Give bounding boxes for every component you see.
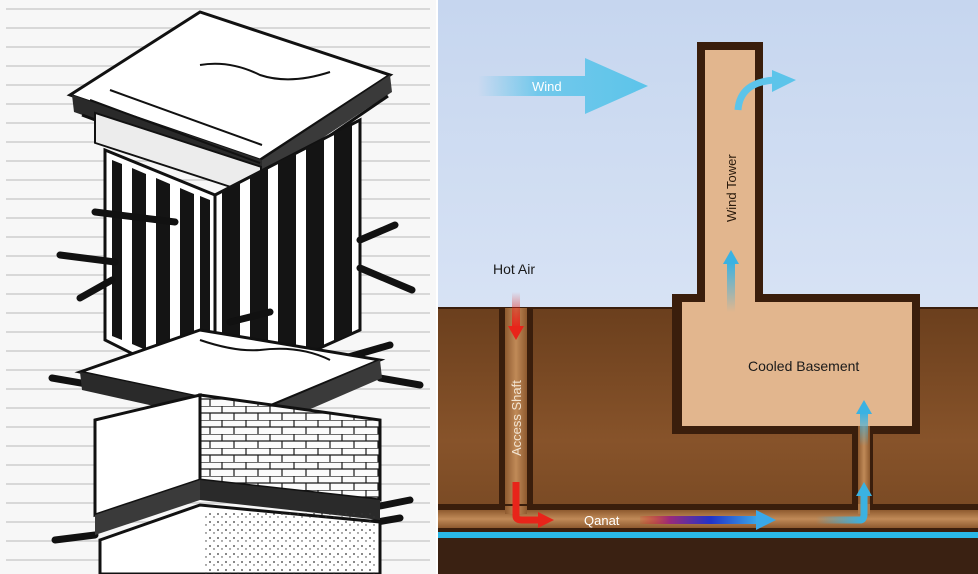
cross-section-diagram: Wind Wind Tower Hot Air Access Shaft Coo…	[438, 0, 978, 574]
hot-air-label: Hot Air	[493, 261, 535, 277]
wind-tower-structure	[682, 50, 912, 426]
water-table	[438, 532, 978, 538]
access-shaft	[505, 308, 527, 518]
qanat-entry-arrow-icon	[512, 482, 554, 528]
cooled-basement-label: Cooled Basement	[748, 358, 859, 374]
wind-tower-drawing	[0, 0, 436, 574]
cool-air-run-arrow-icon	[816, 482, 872, 524]
qanat-flow-arrow-icon	[640, 510, 776, 530]
basement-inflow-arrow-icon	[856, 400, 872, 446]
hot-air-arrow-icon	[508, 292, 524, 340]
qanat-label: Qanat	[584, 513, 620, 528]
tower-updraft-arrow-icon	[723, 250, 739, 312]
wind-arrow-icon	[478, 58, 648, 114]
access-shaft-label: Access Shaft	[509, 380, 524, 456]
wind-label: Wind	[532, 79, 562, 94]
exhaust-arrow-icon	[734, 70, 796, 111]
wind-tower-label: Wind Tower	[724, 154, 739, 222]
